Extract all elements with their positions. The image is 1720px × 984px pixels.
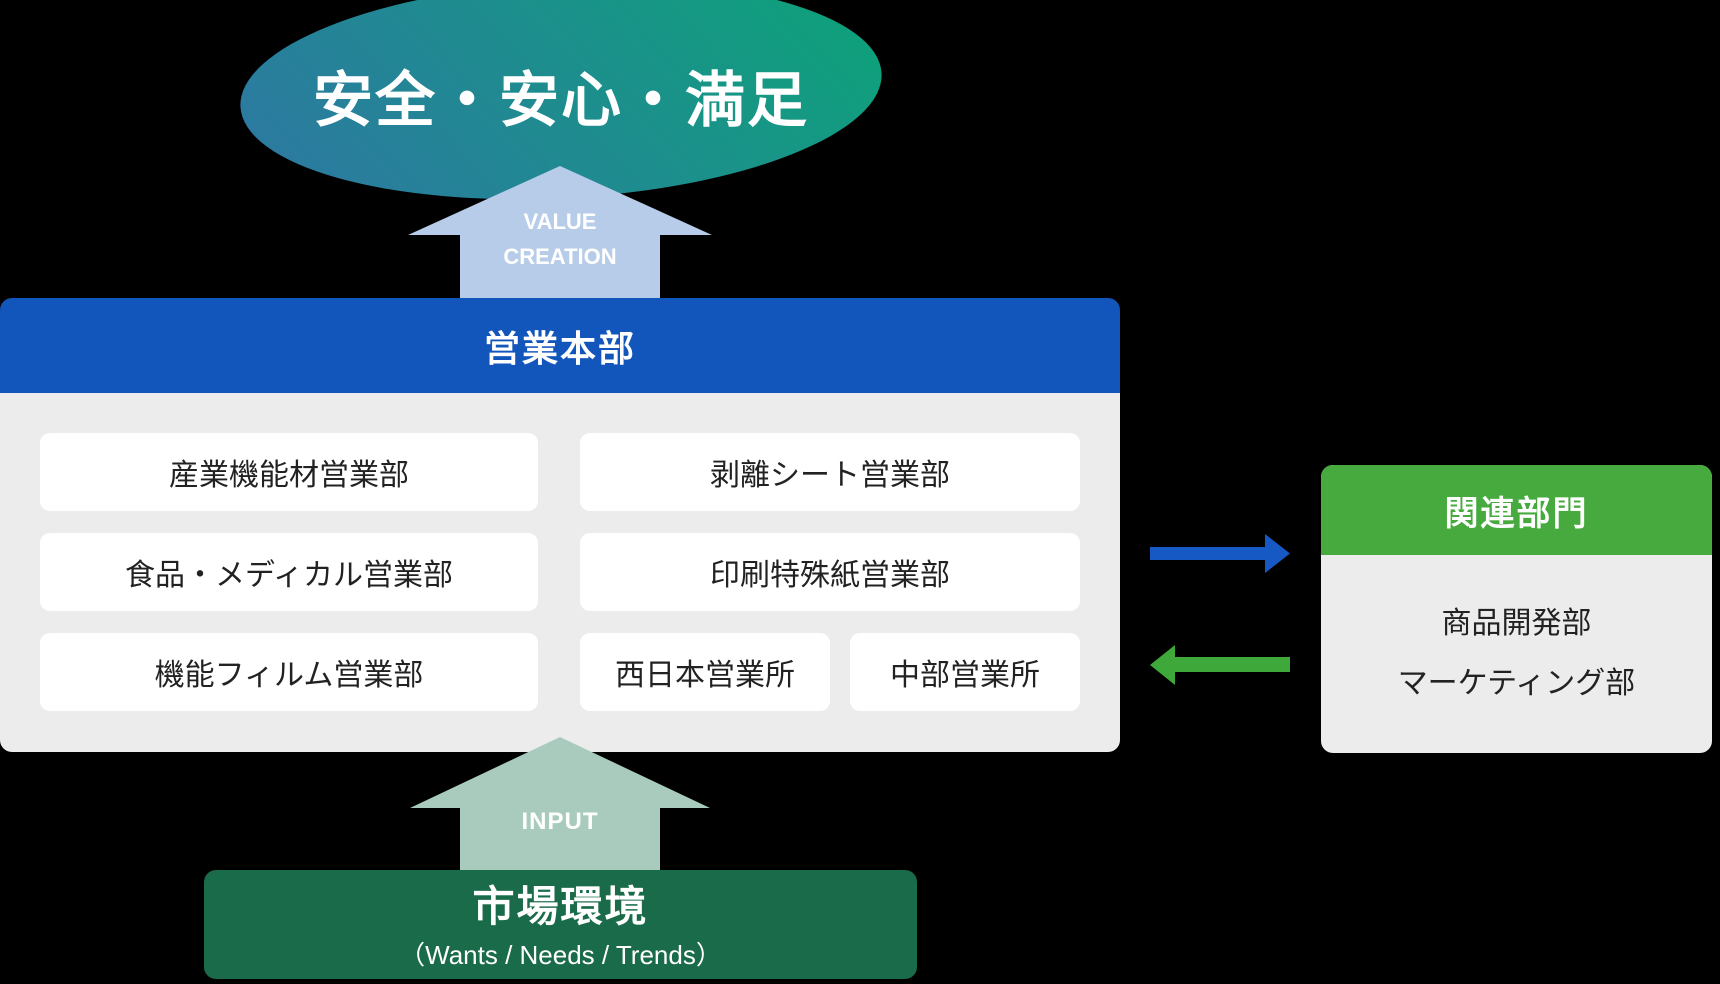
dept-box-printing-specialty-paper: 印刷特殊紙営業部 xyxy=(580,533,1080,611)
sales-hq-title: 営業本部 xyxy=(483,327,636,369)
dept-box-functional-film: 機能フィルム営業部 xyxy=(40,633,538,711)
sales-hq-header: 営業本部 xyxy=(0,298,1120,393)
dept-box-food-medical: 食品・メディカル営業部 xyxy=(40,533,538,611)
related-dept-marketing: マーケティング部 xyxy=(1397,667,1636,700)
related-departments-body: 商品開発部 マーケティング部 xyxy=(1321,555,1712,753)
value-creation-label: VALUE CREATION xyxy=(408,204,712,274)
goal-label: 安全・安心・満足 xyxy=(313,66,809,134)
market-environment-box: 市場環境 （Wants / Needs / Trends） xyxy=(204,870,917,979)
sales-hq-panel: 営業本部 産業機能材営業部 剥離シート営業部 食品・メディカル営業部 印刷特殊紙… xyxy=(0,298,1120,752)
value-creation-label-line1: VALUE xyxy=(523,209,597,234)
related-departments-panel: 関連部門 商品開発部 マーケティング部 xyxy=(1321,465,1712,753)
dept-box-west-japan-office: 西日本営業所 xyxy=(580,633,830,711)
dept-box-release-sheet: 剥離シート営業部 xyxy=(580,433,1080,511)
value-creation-label-line2: CREATION xyxy=(503,244,617,269)
input-up-arrow-icon: INPUT xyxy=(410,737,710,870)
input-label: INPUT xyxy=(521,808,599,835)
flow-left-arrow-icon xyxy=(1150,645,1290,685)
dept-box-chubu-office: 中部営業所 xyxy=(850,633,1080,711)
sales-hq-body: 産業機能材営業部 剥離シート営業部 食品・メディカル営業部 印刷特殊紙営業部 機… xyxy=(0,393,1120,752)
related-departments-header: 関連部門 xyxy=(1321,465,1712,555)
market-environment-subtitle: （Wants / Needs / Trends） xyxy=(399,939,722,970)
flow-right-arrow-icon xyxy=(1150,534,1290,573)
dept-box-industrial-functional-materials: 産業機能材営業部 xyxy=(40,433,538,511)
related-dept-product-development: 商品開発部 xyxy=(1441,607,1592,640)
market-environment-title: 市場環境 xyxy=(472,882,649,930)
related-departments-title: 関連部門 xyxy=(1444,494,1589,533)
